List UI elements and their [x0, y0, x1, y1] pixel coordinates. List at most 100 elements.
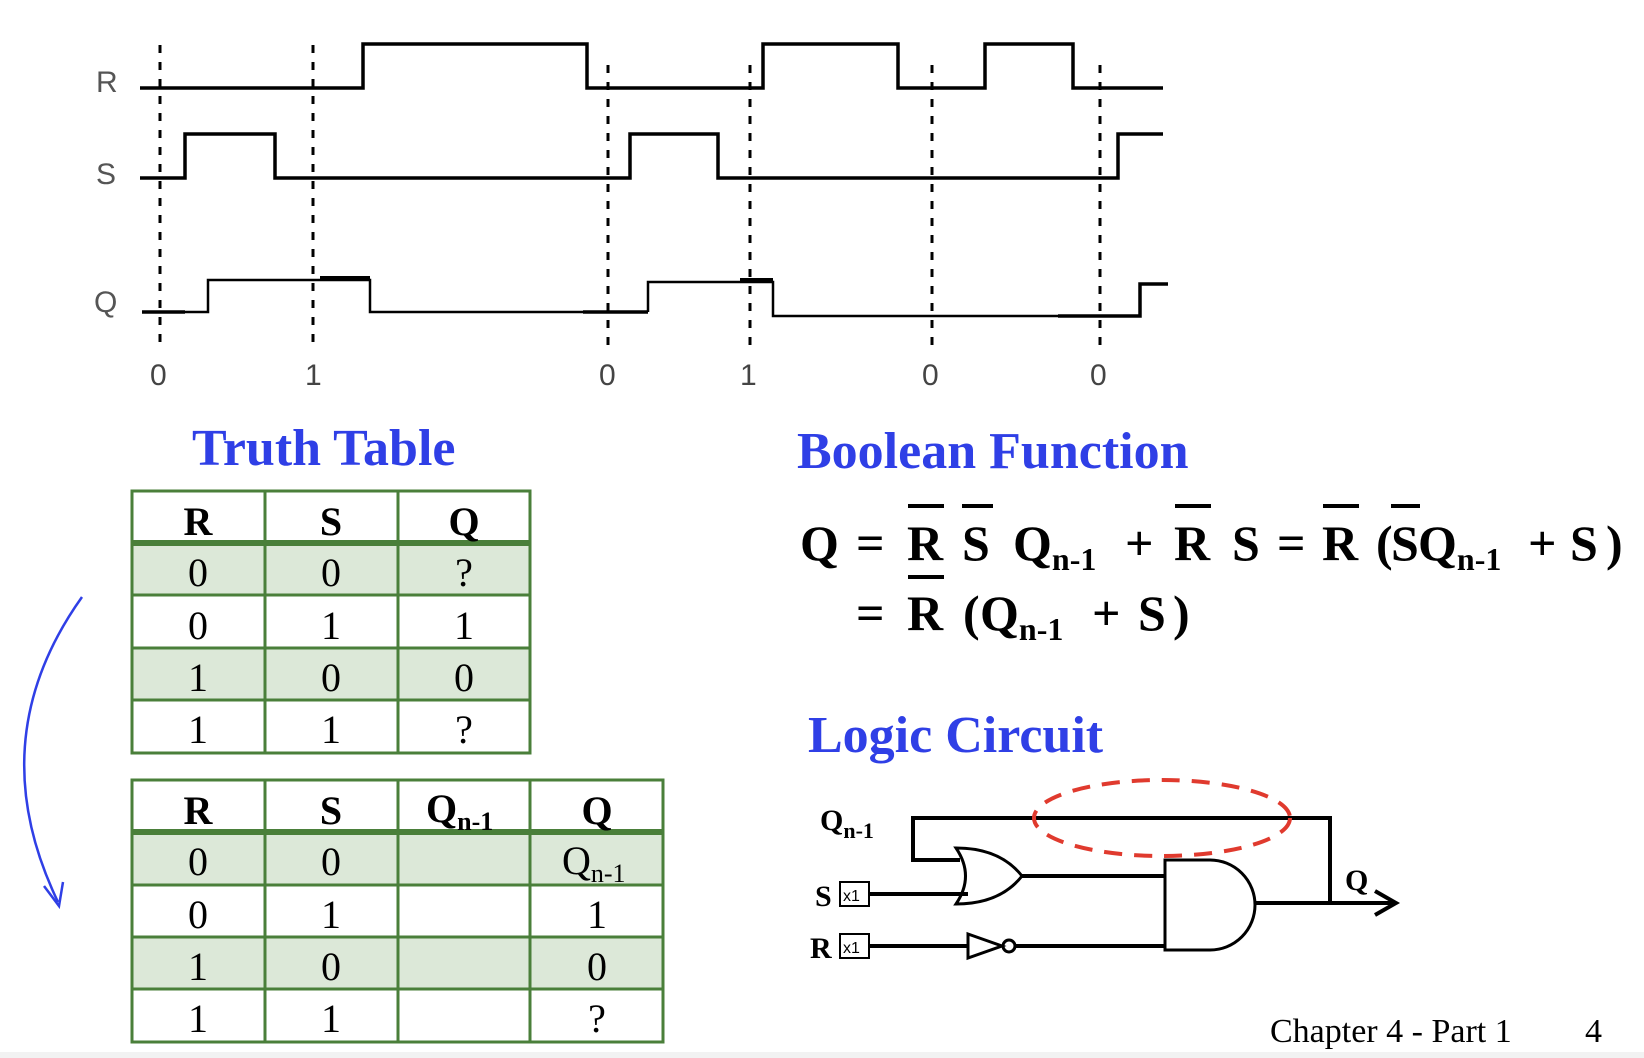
table-cell: 0	[454, 655, 474, 700]
eq-close-paren: )	[1606, 515, 1623, 571]
table-cell: 1	[587, 892, 607, 937]
eq-qn1-base: Q	[1418, 515, 1457, 571]
eq-qn1-sub: n-1	[1052, 541, 1096, 577]
table-cell: 1	[454, 603, 474, 648]
table-cell-qn1: Qn-1	[562, 838, 626, 888]
table-header: S	[320, 788, 342, 833]
eq-r-bar: R	[907, 515, 944, 571]
signal-label-q: Q	[94, 286, 117, 319]
table-cell: 0	[188, 550, 208, 595]
qn1-base: Q	[562, 838, 591, 883]
sample-label: 0	[150, 359, 167, 392]
and-gate	[1163, 858, 1257, 952]
table-cell: 0	[321, 550, 341, 595]
table-header: Q	[581, 788, 612, 833]
table-cell: ?	[588, 996, 606, 1041]
table-cell: 1	[188, 996, 208, 1041]
sample-label: 0	[922, 359, 939, 392]
waveform-q	[185, 278, 583, 314]
buffer-box-label: x1	[843, 888, 860, 905]
footer-page-number: 4	[1585, 1013, 1602, 1050]
eq-r-bar: R	[1174, 515, 1211, 571]
waveform-s	[140, 132, 1163, 180]
row-fill	[132, 648, 530, 700]
eq-plus: +	[1092, 585, 1121, 641]
table-cell: 1	[188, 707, 208, 752]
qn1-sub: n-1	[457, 807, 493, 836]
table-cell: 1	[321, 892, 341, 937]
eq-s: S	[1232, 515, 1260, 571]
sample-label: 1	[305, 359, 322, 392]
output-label-q: Q	[1345, 864, 1368, 897]
sample-label: 1	[740, 359, 757, 392]
waveform-q-2	[646, 280, 1058, 318]
sample-label: 0	[1090, 359, 1107, 392]
waveform-r	[140, 42, 1163, 90]
eq-qn1-sub: n-1	[1457, 541, 1501, 577]
eq-plus: +	[1528, 515, 1557, 571]
eq-s: S	[1570, 515, 1598, 571]
table-cell: 0	[188, 892, 208, 937]
row-fill	[132, 543, 530, 595]
table-cell: 0	[321, 655, 341, 700]
curved-arrow	[22, 596, 84, 910]
eq-qn1: Qn-1	[980, 585, 1063, 647]
footer-chapter: Chapter 4 - Part 1	[1270, 1013, 1512, 1050]
truth-table: R S Q 0 0 ? 0 1 1 1 0 0 1 1 ?	[130, 489, 532, 755]
eq-open-paren: (	[963, 585, 980, 641]
waveform-q-end	[1058, 282, 1168, 318]
table-cell: ?	[455, 550, 473, 595]
eq-qn1: Qn-1	[1418, 515, 1501, 577]
table-header: S	[320, 499, 342, 544]
eq-equals: =	[1277, 515, 1306, 571]
input-qn1-sub: n-1	[843, 818, 874, 843]
eq-open-paren: (	[1376, 515, 1393, 571]
eq-plus: +	[1125, 515, 1154, 571]
expanded-table: R S Qn-1 Q 0 0 Qn-1 0 1 1 1 0 0 1 1 ?	[130, 778, 665, 1044]
eq-r-bar: R	[907, 585, 944, 641]
eq-qn1-base: Q	[980, 585, 1019, 641]
eq-s-bar: S	[962, 515, 990, 571]
eq-equals: =	[856, 585, 885, 641]
eq-r-bar: R	[1322, 515, 1359, 571]
or-gate	[953, 846, 1024, 906]
table-header: Q	[448, 499, 479, 544]
bottom-strip	[0, 1052, 1644, 1058]
eq-qn1: Qn-1	[1013, 515, 1096, 577]
table-cell: 1	[188, 655, 208, 700]
table-cell: 0	[188, 839, 208, 884]
signal-label-r: R	[96, 66, 118, 99]
timing-diagram: R S Q 0 1 0 1 0 0	[94, 42, 1168, 392]
qn1-sub: n-1	[591, 859, 626, 888]
output-arrow-head	[1374, 889, 1401, 917]
eq-qn1-sub: n-1	[1019, 611, 1063, 647]
not-gate	[966, 931, 1007, 961]
sample-lines	[158, 45, 1102, 345]
truth-table-title: Truth Table	[192, 420, 455, 477]
logic-circuit: Qn-1 S x1 R x1 Q	[810, 778, 1401, 965]
buffer-box-label: x1	[843, 940, 860, 957]
eq-s-bar: S	[1391, 515, 1419, 571]
table-cell: 1	[321, 707, 341, 752]
table-header-qn1: Qn-1	[426, 786, 493, 836]
feedback-wire	[911, 816, 1332, 903]
table-cell: 1	[321, 996, 341, 1041]
input-qn1-base: Q	[820, 804, 843, 837]
signal-label-s: S	[96, 158, 116, 191]
table-cell: 0	[188, 603, 208, 648]
input-label-r: R	[810, 932, 832, 965]
highlight-ellipse	[1032, 778, 1292, 858]
logic-circuit-title: Logic Circuit	[808, 707, 1104, 764]
table-header: R	[184, 788, 214, 833]
eq-qn1-base: Q	[1013, 515, 1052, 571]
boolean-function-title: Boolean Function	[797, 423, 1189, 480]
eq-close-paren: )	[1173, 585, 1190, 641]
input-label-qn1: Qn-1	[820, 804, 874, 843]
table-cell: 1	[321, 603, 341, 648]
eq-equals: =	[856, 515, 885, 571]
table-cell: 0	[321, 944, 341, 989]
table-cell: 1	[188, 944, 208, 989]
table-cell: ?	[455, 707, 473, 752]
eq-s: S	[1138, 585, 1166, 641]
